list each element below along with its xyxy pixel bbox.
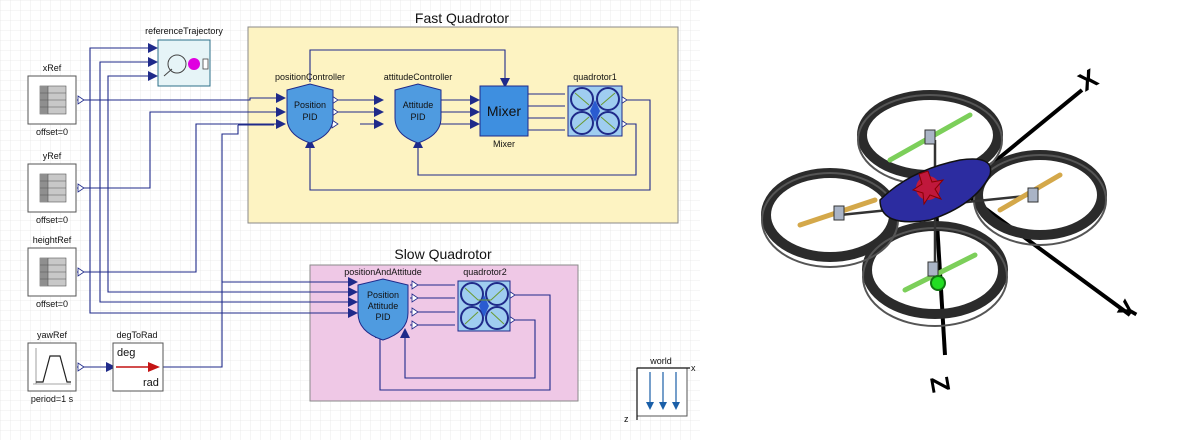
position-controller-line2: PID (302, 112, 318, 122)
heightref-name: heightRef (33, 235, 72, 245)
quadrotor2-block[interactable]: quadrotor2 (457, 267, 511, 332)
quadrotor-3d-illustration: X Y Z (761, 62, 1146, 395)
fast-quadrotor-title: Fast Quadrotor (415, 10, 509, 26)
world-z-axis: z (624, 414, 629, 424)
quadrotor1-block[interactable]: quadrotor1 (567, 72, 623, 137)
quadrotor1-name: quadrotor1 (573, 72, 617, 82)
position-and-attitude-line3: PID (375, 312, 391, 322)
mixer-label: Mixer (487, 103, 522, 119)
connection-wires (77, 47, 651, 391)
world-name: world (649, 356, 672, 366)
degtorad-name: degToRad (116, 330, 157, 340)
attitude-controller-line1: Attitude (403, 100, 434, 110)
reference-trajectory-name: referenceTrajectory (145, 26, 223, 36)
world-x-axis: x (691, 363, 696, 373)
attitude-controller-block[interactable]: attitudeController Attitude PID (384, 72, 453, 144)
quadrotor2-name: quadrotor2 (463, 267, 507, 277)
degtorad-input-unit: deg (117, 347, 135, 359)
yref-param: offset=0 (36, 215, 68, 225)
xref-block[interactable]: xRef offset=0 (27, 63, 77, 137)
modelica-diagram: Fast Quadrotor Slow Quadrotor (0, 0, 700, 440)
body-emblem (911, 170, 945, 206)
degtorad-output-unit: rad (143, 377, 159, 389)
yawref-param: period=1 s (31, 394, 74, 404)
position-and-attitude-line2: Attitude (368, 301, 399, 311)
mixer-block[interactable]: Mixer Mixer (479, 85, 529, 149)
position-controller-name: positionController (275, 72, 345, 82)
mixer-caption: Mixer (493, 139, 515, 149)
position-controller-line1: Position (294, 100, 326, 110)
body-axes (933, 88, 1132, 356)
position-and-attitude-line1: Position (367, 290, 399, 300)
world-block[interactable]: world x z (624, 356, 696, 424)
heightref-block[interactable]: heightRef offset=0 (27, 235, 77, 309)
axis-z-label: Z (924, 374, 956, 395)
yref-name: yRef (43, 151, 62, 161)
position-and-attitude-block[interactable]: positionAndAttitude Position Attitude PI… (344, 267, 422, 341)
attitude-controller-line2: PID (410, 112, 426, 122)
position-and-attitude-name: positionAndAttitude (344, 267, 422, 277)
position-controller-block[interactable]: positionController Position PID (275, 72, 345, 144)
slow-quadrotor-title: Slow Quadrotor (394, 246, 492, 262)
yawref-block[interactable]: yawRef period=1 s (27, 330, 77, 404)
degtorad-block[interactable]: degToRad deg rad (112, 330, 164, 392)
heightref-param: offset=0 (36, 299, 68, 309)
xref-name: xRef (43, 63, 62, 73)
origin-marker (930, 275, 946, 291)
reference-trajectory-block[interactable]: referenceTrajectory (145, 26, 223, 87)
yref-block[interactable]: yRef offset=0 (27, 151, 77, 225)
motor-mounts (833, 129, 1039, 277)
xref-param: offset=0 (36, 127, 68, 137)
attitude-controller-name: attitudeController (384, 72, 453, 82)
axis-y-label: Y (1111, 295, 1146, 325)
yawref-name: yawRef (37, 330, 68, 340)
